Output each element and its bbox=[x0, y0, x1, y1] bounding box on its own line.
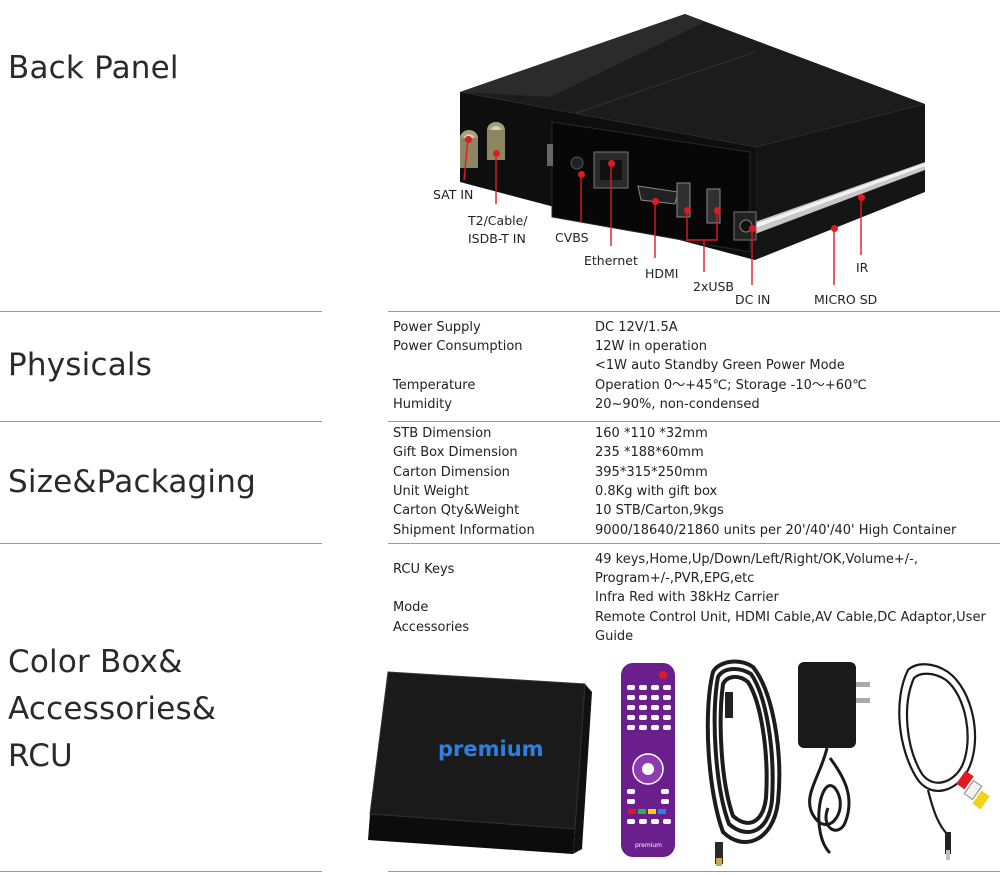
callout-micro-sd: MICRO SD bbox=[814, 292, 878, 307]
spec-value: 20~90%, non-condensed bbox=[595, 397, 760, 412]
spec-value: 9000/18640/21860 units per 20'/40'/40' H… bbox=[595, 523, 957, 538]
section-title-color-box: Color Box& Accessories& RCU bbox=[8, 639, 216, 780]
section-title-line: RCU bbox=[8, 738, 73, 774]
spec-value: 49 keys,Home,Up/Down/Left/Right/OK,Volum… bbox=[595, 552, 919, 567]
spec-value: Remote Control Unit, HDMI Cable,AV Cable… bbox=[595, 610, 986, 625]
callout-ethernet: Ethernet bbox=[584, 253, 638, 268]
spec-label: Carton Qty&Weight bbox=[393, 503, 520, 518]
av-cable-image bbox=[898, 663, 990, 860]
spec-value: Infra Red with 38kHz Carrier bbox=[595, 590, 779, 605]
callout-dot-t2 bbox=[493, 150, 500, 157]
section-title-physicals: Physicals bbox=[8, 347, 153, 383]
spec-label: RCU Keys bbox=[393, 562, 455, 577]
spec-label: Unit Weight bbox=[393, 484, 469, 499]
spec-label: Power Supply bbox=[393, 320, 481, 335]
callout-sat-in: SAT IN bbox=[433, 187, 474, 202]
spec-label: Humidity bbox=[393, 397, 452, 412]
spec-value: 12W in operation bbox=[595, 339, 707, 354]
box-brand-logo: premium bbox=[438, 737, 544, 761]
callout-dot-hdmi bbox=[652, 198, 659, 205]
callout-t2-line1: T2/Cable/ bbox=[468, 213, 528, 228]
callout-cvbs: CVBS bbox=[555, 230, 589, 245]
spec-label: Power Consumption bbox=[393, 339, 523, 354]
divider bbox=[0, 871, 322, 872]
spec-value: 235 *188*60mm bbox=[595, 445, 704, 460]
callout-dot-sat-in bbox=[465, 136, 472, 143]
spec-value: Guide bbox=[595, 629, 634, 644]
spec-label: Accessories bbox=[393, 620, 470, 635]
spec-value: <1W auto Standby Green Power Mode bbox=[595, 358, 845, 373]
section-title-line: Color Box& bbox=[8, 644, 183, 680]
callout-dot-usb2 bbox=[714, 207, 721, 214]
callout-dot-cvbs bbox=[578, 171, 585, 178]
spec-value: DC 12V/1.5A bbox=[595, 320, 678, 335]
divider bbox=[388, 871, 1000, 872]
spec-value: Program+/-,PVR,EPG,etc bbox=[595, 571, 755, 586]
divider bbox=[388, 311, 1000, 312]
callout-hdmi: HDMI bbox=[645, 266, 679, 281]
divider bbox=[388, 421, 1000, 422]
divider bbox=[0, 421, 322, 422]
remote-control-image: premium bbox=[621, 663, 675, 857]
callout-dot-usb1 bbox=[684, 207, 691, 214]
spec-label: Mode bbox=[393, 600, 429, 615]
callout-t2-line2: ISDB-T IN bbox=[468, 231, 526, 246]
stb-back-panel-image bbox=[460, 14, 925, 260]
divider bbox=[0, 543, 322, 544]
spec-value: Operation 0～+45℃; Storage -10～+60℃ bbox=[595, 378, 867, 393]
spec-label: STB Dimension bbox=[393, 426, 492, 441]
section-title-line: Accessories& bbox=[8, 691, 217, 727]
callout-dot-ethernet bbox=[608, 160, 615, 167]
spec-value: 160 *110 *32mm bbox=[595, 426, 708, 441]
callout-usb: 2xUSB bbox=[693, 279, 735, 294]
callout-lines bbox=[463, 138, 862, 285]
callout-dot-dc-in bbox=[749, 225, 756, 232]
spec-label: Carton Dimension bbox=[393, 465, 510, 480]
divider bbox=[388, 543, 1000, 544]
callout-dot-ir bbox=[858, 194, 865, 201]
callout-ir: IR bbox=[856, 260, 869, 275]
gift-box-image: premium bbox=[368, 671, 592, 854]
spec-value: 10 STB/Carton,9kgs bbox=[595, 503, 724, 518]
spec-label: Gift Box Dimension bbox=[393, 445, 518, 460]
section-title-back-panel: Back Panel bbox=[8, 50, 179, 86]
spec-value: 395*315*250mm bbox=[595, 465, 708, 480]
callout-dc-in: DC IN bbox=[735, 292, 771, 307]
section-title-size-packaging: Size&Packaging bbox=[8, 464, 256, 500]
divider bbox=[0, 311, 322, 312]
spec-value: 0.8Kg with gift box bbox=[595, 484, 718, 499]
callout-dot-micro-sd bbox=[831, 225, 838, 232]
hdmi-cable-image bbox=[705, 659, 782, 866]
remote-brand-logo: premium bbox=[635, 842, 662, 849]
spec-label: Temperature bbox=[393, 378, 476, 393]
dc-adaptor-image bbox=[798, 662, 870, 855]
spec-label: Shipment Information bbox=[393, 523, 535, 538]
